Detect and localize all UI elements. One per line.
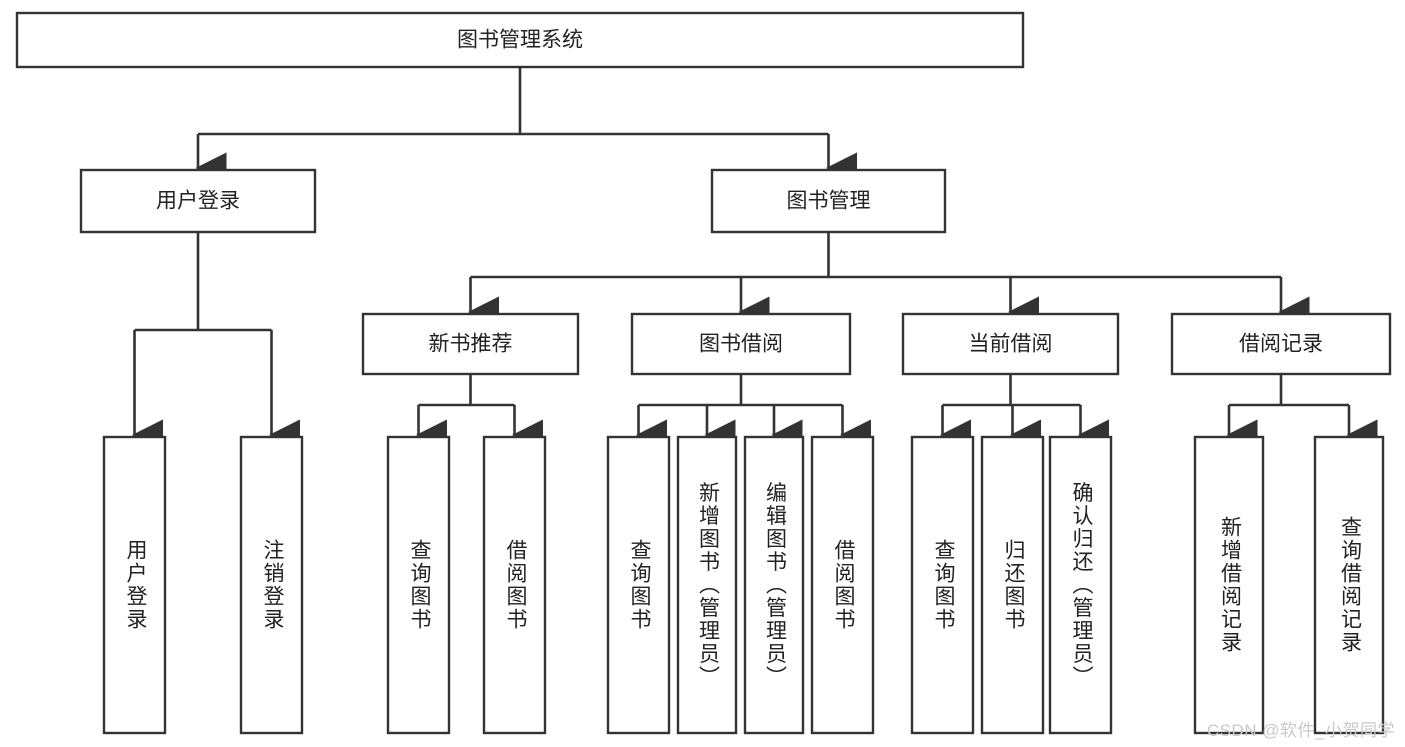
node-user-login-box[interactable]	[79, 168, 317, 234]
node-borrow-record-label: 借阅记录	[1239, 333, 1323, 356]
node-leaf-user-logout[interactable]: 注销登录	[239, 435, 304, 735]
node-leaf-borrow-book[interactable]: 借阅图书	[810, 435, 875, 735]
node-leaf-return-book-box[interactable]	[980, 435, 1045, 735]
node-leaf-query-book-borrow-box[interactable]	[606, 435, 671, 735]
csdn-watermark: CSDN @软件_小贺同学	[1206, 721, 1395, 740]
node-new-book-recommend-label: 新书推荐	[429, 333, 513, 356]
node-leaf-return-book-label: 归还图书	[1002, 539, 1026, 631]
node-book-borrow-label: 图书借阅	[699, 333, 783, 356]
node-leaf-add-book-label: 新增图书（管理员）	[696, 482, 720, 689]
node-root-box[interactable]	[15, 11, 1025, 69]
node-leaf-confirm-return-label: 确认归还（管理员）	[1070, 482, 1094, 689]
node-current-borrow-box[interactable]	[901, 312, 1120, 376]
node-leaf-return-book[interactable]: 归还图书	[980, 435, 1045, 735]
node-leaf-borrow-book-box[interactable]	[810, 435, 875, 735]
node-leaf-borrow-book-rec[interactable]: 借阅图书	[482, 435, 547, 735]
node-leaf-user-login-box[interactable]	[102, 435, 167, 735]
node-book-manage-box[interactable]	[710, 168, 947, 234]
node-current-borrow-label: 当前借阅	[969, 333, 1053, 356]
connectors-layer	[131, 67, 1378, 451]
node-new-book-recommend-box[interactable]	[361, 312, 580, 376]
node-leaf-confirm-return[interactable]: 确认归还（管理员）	[1048, 435, 1113, 735]
node-leaf-query-book-current-label: 查询图书	[932, 539, 956, 631]
node-leaf-query-book-borrow[interactable]: 查询图书	[606, 435, 671, 735]
node-leaf-query-book-rec-box[interactable]	[386, 435, 451, 735]
node-leaf-borrow-book-rec-box[interactable]	[482, 435, 547, 735]
node-leaf-user-login-label: 用户登录	[124, 539, 148, 631]
node-leaf-edit-book[interactable]: 编辑图书（管理员）	[743, 435, 805, 735]
node-leaf-query-borrow-record-box[interactable]	[1313, 435, 1385, 735]
node-leaf-query-book-rec[interactable]: 查询图书	[386, 435, 451, 735]
node-leaf-query-book-rec-label: 查询图书	[408, 539, 432, 631]
node-leaf-add-book[interactable]: 新增图书（管理员）	[676, 435, 738, 735]
node-root-label: 图书管理系统	[457, 29, 583, 52]
node-book-borrow-box[interactable]	[630, 312, 852, 376]
node-leaf-query-borrow-record-label: 查询借阅记录	[1338, 516, 1362, 654]
node-leaf-edit-book-box[interactable]	[743, 435, 805, 735]
node-leaf-query-borrow-record[interactable]: 查询借阅记录	[1313, 435, 1385, 735]
node-user-login-label: 用户登录	[156, 190, 240, 213]
node-book-borrow[interactable]: 图书借阅	[630, 312, 852, 376]
node-leaf-query-book-borrow-label: 查询图书	[628, 539, 652, 631]
node-leaf-add-borrow-record[interactable]: 新增借阅记录	[1193, 435, 1265, 735]
nodes-layer: 图书管理系统用户登录图书管理新书推荐图书借阅当前借阅借阅记录用户登录注销登录查询…	[15, 11, 1392, 735]
node-leaf-confirm-return-box[interactable]	[1048, 435, 1113, 735]
node-leaf-add-borrow-record-label: 新增借阅记录	[1218, 516, 1242, 654]
node-borrow-record[interactable]: 借阅记录	[1170, 312, 1392, 376]
node-book-manage[interactable]: 图书管理	[710, 168, 947, 234]
node-leaf-borrow-book-rec-label: 借阅图书	[504, 539, 528, 631]
node-new-book-recommend[interactable]: 新书推荐	[361, 312, 580, 376]
node-borrow-record-box[interactable]	[1170, 312, 1392, 376]
node-leaf-edit-book-label: 编辑图书（管理员）	[763, 482, 787, 689]
node-book-manage-label: 图书管理	[787, 190, 871, 213]
node-leaf-user-login[interactable]: 用户登录	[102, 435, 167, 735]
node-leaf-user-logout-box[interactable]	[239, 435, 304, 735]
node-leaf-add-borrow-record-box[interactable]	[1193, 435, 1265, 735]
node-leaf-add-book-box[interactable]	[676, 435, 738, 735]
node-leaf-query-book-current[interactable]: 查询图书	[910, 435, 975, 735]
node-current-borrow[interactable]: 当前借阅	[901, 312, 1120, 376]
node-leaf-borrow-book-label: 借阅图书	[832, 539, 856, 631]
node-leaf-user-logout-label: 注销登录	[261, 539, 285, 631]
node-user-login[interactable]: 用户登录	[79, 168, 317, 234]
node-root[interactable]: 图书管理系统	[15, 11, 1025, 69]
node-leaf-query-book-current-box[interactable]	[910, 435, 975, 735]
